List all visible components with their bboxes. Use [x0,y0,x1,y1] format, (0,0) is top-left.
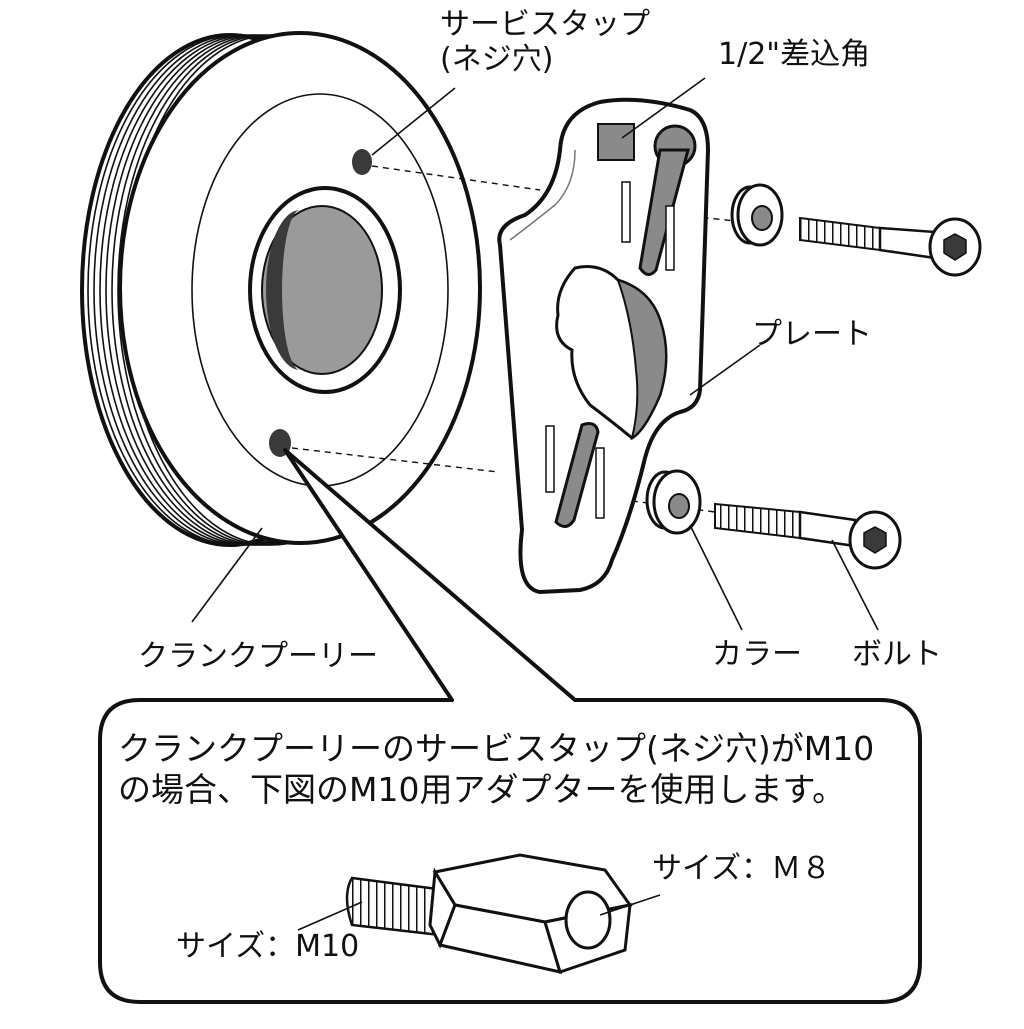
bolt-label: ボルト [852,637,942,672]
adapter-female-hole [564,890,612,950]
crank-pulley-label: クランクプーリー [138,639,378,674]
plate-cutout-shade [616,278,667,441]
collar-label: カラー [712,637,802,672]
plate-scale-marks [545,181,675,519]
square-drive-hole [597,123,635,161]
plate-lower-slot [554,422,600,528]
plate [497,97,711,595]
service-tap-label: サービスタップ (ネジ穴) [440,7,650,77]
service-tap-label-line2: (ネジ穴) [440,41,554,77]
collar-upper [730,183,784,247]
plate-label: プレート [752,317,872,352]
pulley-bore [261,205,383,375]
collar-lower [645,469,702,535]
square-drive-label: 1/2"差込角 [718,37,871,72]
callout-bubble [98,448,922,1004]
bolt-upper [799,216,982,277]
plate-edge [509,149,576,241]
service-tap-label-line1: サービスタップ [440,7,650,42]
callout-text-line1: クランクプーリーのサービスタップ(ネジ穴)がM10 [118,729,875,768]
bolt-lower [714,502,902,570]
adapter [297,853,661,975]
callout-text: クランクプーリーのサービスタップ(ネジ穴)がM10 の場合、下図のM10用アダプ… [118,728,874,811]
leader-lines [191,77,879,631]
plate-upper-slot [638,148,690,276]
callout-text-line2: の場合、下図のM10用アダプターを使用します。 [118,770,846,810]
adapter-size-female-label: サイズ：Ｍ８ [652,851,832,886]
service-tap-upper [352,149,372,175]
pulley-bore-shadow [266,210,300,370]
adapter-size-male-label: サイズ：M10 [176,929,360,964]
crank-pulley [80,31,482,547]
